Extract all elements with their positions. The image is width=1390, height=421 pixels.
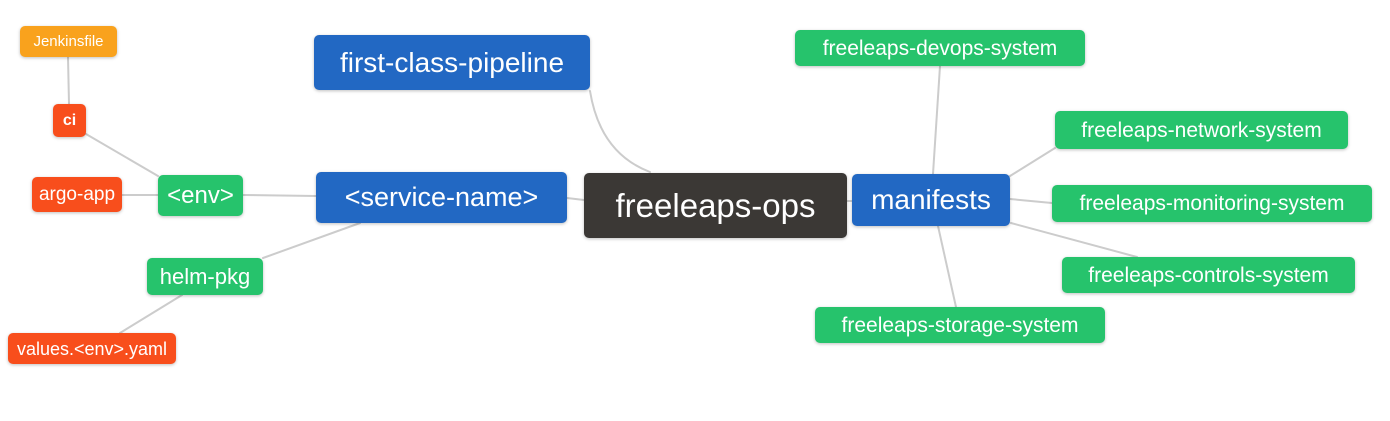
node-values-env-yaml[interactable]: values.<env>.yaml xyxy=(8,333,176,364)
node-freeleaps-devops-system[interactable]: freeleaps-devops-system xyxy=(795,30,1085,66)
node-freeleaps-controls-system[interactable]: freeleaps-controls-system xyxy=(1062,257,1355,293)
node-freeleaps-storage-system[interactable]: freeleaps-storage-system xyxy=(815,307,1105,343)
edge-manifests-network xyxy=(1009,147,1056,177)
node-argo-app[interactable]: argo-app xyxy=(32,177,122,212)
edge-ci-env xyxy=(85,133,159,177)
edge-servicename-ops xyxy=(566,197,585,201)
edge-jenkinsfile-ci xyxy=(67,56,70,105)
edge-pipeline-ops xyxy=(589,90,651,173)
edge-manifests-devops xyxy=(932,65,941,175)
edge-servicename-helmpkg xyxy=(262,222,361,259)
edge-manifests-controls xyxy=(1010,222,1138,258)
edge-manifests-storage xyxy=(937,225,957,308)
node-ci[interactable]: ci xyxy=(53,104,86,137)
node-first-class-pipeline[interactable]: first-class-pipeline xyxy=(314,35,590,90)
node-helm-pkg[interactable]: helm-pkg xyxy=(147,258,263,295)
edge-manifests-monitoring xyxy=(1009,198,1053,204)
node-env[interactable]: <env> xyxy=(158,175,243,216)
node-freeleaps-ops[interactable]: freeleaps-ops xyxy=(584,173,847,238)
node-manifests[interactable]: manifests xyxy=(852,174,1010,226)
edge-helmpkg-values xyxy=(119,294,183,334)
node-jenkinsfile[interactable]: Jenkinsfile xyxy=(20,26,117,57)
node-freeleaps-network-system[interactable]: freeleaps-network-system xyxy=(1055,111,1348,149)
edge-env-servicename xyxy=(242,194,317,197)
node-service-name[interactable]: <service-name> xyxy=(316,172,567,223)
node-freeleaps-monitoring-system[interactable]: freeleaps-monitoring-system xyxy=(1052,185,1372,222)
